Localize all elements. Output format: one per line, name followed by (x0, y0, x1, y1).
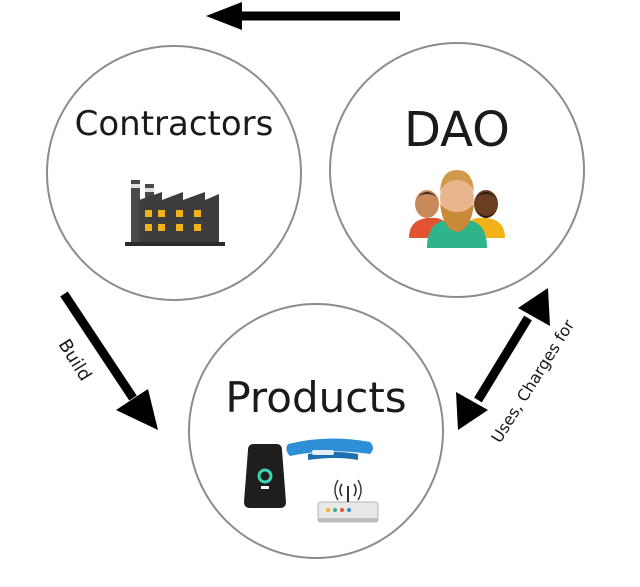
uses-charges-for-label: Uses, Charges for (487, 316, 578, 446)
node-dao: DAO (329, 42, 585, 298)
node-contractors: Contractors (46, 45, 302, 301)
products-label: Products (225, 373, 406, 422)
arrow-uses-charges-for (456, 288, 550, 430)
people-group-icon (409, 170, 505, 248)
dao-label: DAO (404, 102, 510, 158)
factory-icon (125, 180, 225, 246)
contractors-label: Contractors (75, 104, 274, 144)
wifi-router-icon (317, 479, 379, 523)
smart-speaker-icon (244, 444, 286, 508)
build-label: Build (54, 336, 96, 385)
products-circle (188, 303, 444, 559)
node-products: Products (188, 303, 444, 559)
arrow-dao-to-contractors (206, 2, 400, 30)
arrow-build (60, 291, 158, 430)
fitness-band-icon (286, 438, 373, 460)
contractors-circle (46, 45, 302, 301)
